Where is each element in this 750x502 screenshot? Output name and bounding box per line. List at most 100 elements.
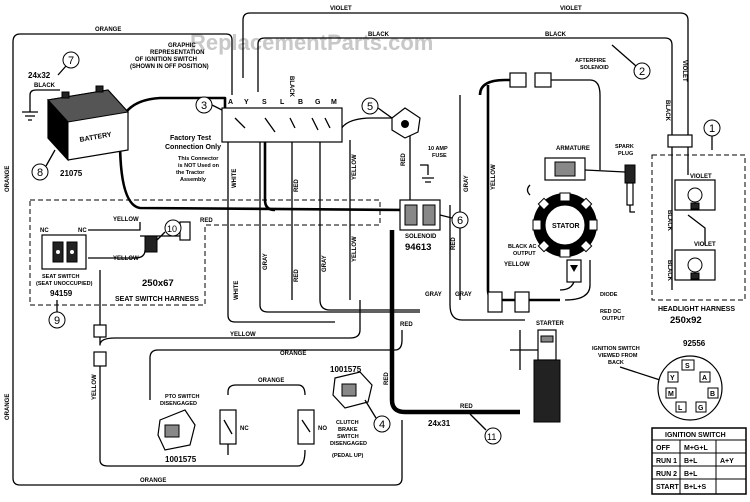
svg-text:REPRESENTATION: REPRESENTATION bbox=[150, 50, 204, 56]
wire-label: RED bbox=[460, 404, 473, 410]
svg-text:OUTPUT: OUTPUT bbox=[602, 316, 625, 322]
seat-harness-outline bbox=[29, 199, 381, 306]
solenoid-label: SOLENOID bbox=[405, 234, 437, 240]
solenoid-part: 94613 bbox=[405, 242, 431, 253]
callout-7: 7 bbox=[68, 55, 74, 67]
wire-label: YELLOW bbox=[113, 217, 139, 223]
svg-text:SOLENOID: SOLENOID bbox=[580, 65, 609, 71]
wire-label: WHITE bbox=[234, 281, 240, 300]
svg-text:GRAPHIC: GRAPHIC bbox=[168, 43, 196, 49]
svg-text:DISENGAGED: DISENGAGED bbox=[160, 401, 197, 407]
svg-text:(SHOWN IN OFF POSITION): (SHOWN IN OFF POSITION) bbox=[130, 64, 209, 70]
svg-text:M: M bbox=[331, 99, 337, 106]
svg-text:Factory Test: Factory Test bbox=[170, 135, 212, 142]
starter-cable bbox=[389, 230, 520, 415]
seat-switch-label: SEAT SWITCH (SEAT UNOCCUPIED) bbox=[36, 274, 93, 287]
callout-5: 5 bbox=[367, 101, 373, 113]
wire-label: BLACK bbox=[666, 260, 672, 282]
diode bbox=[566, 259, 582, 283]
svg-text:SEAT SWITCH: SEAT SWITCH bbox=[42, 274, 80, 280]
wire-label: YELLOW bbox=[491, 164, 497, 190]
svg-text:A: A bbox=[702, 375, 707, 382]
spark-plug bbox=[624, 164, 636, 213]
svg-text:S: S bbox=[685, 363, 690, 370]
svg-text:This Connector: This Connector bbox=[178, 156, 219, 162]
svg-text:M: M bbox=[668, 391, 674, 398]
pto-part: 1001575 bbox=[165, 455, 197, 464]
black-ac-label: BLACK AC OUTPUT bbox=[508, 244, 537, 257]
fuse-label: 10 AMP FUSE bbox=[428, 146, 448, 159]
seat-connector-2 bbox=[93, 351, 107, 367]
wire-label: ORANGE bbox=[95, 27, 121, 33]
seat-connector bbox=[93, 324, 107, 338]
svg-text:B: B bbox=[298, 99, 303, 106]
switch-contacts bbox=[234, 117, 331, 133]
wire-label: GRAY bbox=[322, 255, 328, 272]
callout-10: 10 bbox=[167, 224, 177, 234]
ignition-switch-face: S Y A B M L G bbox=[657, 355, 723, 421]
headlight-harness-outline bbox=[651, 154, 746, 301]
svg-text:STATOR: STATOR bbox=[552, 223, 580, 230]
solenoid bbox=[399, 199, 441, 231]
table-cell: B+L bbox=[684, 458, 698, 465]
wire-label: GRAY bbox=[464, 175, 470, 192]
ign-view-label: IGNITION SWITCH VIEWED FROM BACK bbox=[592, 346, 640, 366]
armature bbox=[526, 157, 586, 196]
svg-text:L: L bbox=[280, 99, 285, 106]
svg-text:PTO SWITCH: PTO SWITCH bbox=[165, 394, 199, 400]
gray-wire-2 bbox=[319, 140, 420, 311]
wire-label: BLACK bbox=[288, 76, 294, 98]
seat-switch-part: 94159 bbox=[50, 289, 73, 298]
violet-wire-top bbox=[242, 12, 689, 135]
wire-label: VIOLET bbox=[330, 6, 352, 12]
svg-text:CLUTCH: CLUTCH bbox=[336, 420, 359, 426]
dc-wire bbox=[564, 260, 591, 301]
svg-text:PLUG: PLUG bbox=[618, 151, 633, 157]
headlight-harness-size: 250x92 bbox=[670, 315, 702, 326]
red-dc-label: RED DC OUTPUT bbox=[600, 309, 625, 322]
ign-part: 92556 bbox=[683, 339, 706, 348]
svg-text:Y: Y bbox=[670, 375, 675, 382]
svg-text:A: A bbox=[228, 99, 233, 106]
seat-harness-size: 250x67 bbox=[142, 278, 174, 289]
wire-label: RED bbox=[384, 372, 390, 385]
table-title: IGNITION SWITCH bbox=[665, 432, 726, 439]
callout-8: 8 bbox=[37, 167, 43, 179]
seat-nc-label: NC bbox=[78, 228, 87, 234]
pto-switch bbox=[219, 409, 237, 445]
black-wire-top bbox=[257, 37, 673, 138]
ignition-switch-graphic bbox=[221, 107, 343, 143]
callout-3: 3 bbox=[201, 100, 207, 112]
callout-6: 6 bbox=[457, 215, 463, 227]
wire-label: BLACK bbox=[368, 32, 390, 38]
wire-label: RED bbox=[451, 237, 457, 250]
wire-label: VIOLET bbox=[690, 174, 712, 180]
svg-text:BRAKE: BRAKE bbox=[338, 427, 358, 433]
headlight-top bbox=[674, 179, 716, 211]
red-cable-size: 24x31 bbox=[428, 419, 451, 428]
svg-text:BLACK AC: BLACK AC bbox=[508, 244, 537, 250]
factory-test-label: Factory Test Connection Only bbox=[165, 135, 221, 151]
factory-note: This Connector is NOT Used on the Tracto… bbox=[176, 156, 220, 183]
svg-text:the Tractor: the Tractor bbox=[176, 170, 205, 176]
callout-2: 2 bbox=[639, 66, 645, 78]
svg-text:10 AMP: 10 AMP bbox=[428, 146, 448, 152]
svg-text:DISENGAGED: DISENGAGED bbox=[330, 441, 367, 447]
table-cell: RUN 1 bbox=[656, 458, 677, 465]
wire-label: YELLOW bbox=[230, 332, 256, 338]
svg-text:AFTERFIRE: AFTERFIRE bbox=[575, 58, 606, 64]
table-cell: B+L bbox=[684, 471, 698, 478]
callout-bubbles: 1 2 3 4 5 6 7 8 9 10 11 bbox=[31, 44, 721, 445]
callout-1: 1 bbox=[709, 123, 715, 135]
svg-text:BACK: BACK bbox=[608, 360, 624, 366]
table-cell: RUN 2 bbox=[656, 471, 677, 478]
black-ground-wire bbox=[29, 89, 60, 112]
wire-label: WHITE bbox=[232, 169, 238, 188]
wire-label: YELLOW bbox=[352, 154, 358, 180]
wire-label: YELLOW bbox=[352, 236, 358, 262]
clutch-switch-part bbox=[332, 371, 373, 409]
wire-label: RED bbox=[200, 218, 213, 224]
svg-text:Connection Only: Connection Only bbox=[165, 144, 221, 151]
wire-label: VIOLET bbox=[681, 60, 687, 82]
starter-motor bbox=[533, 329, 561, 423]
